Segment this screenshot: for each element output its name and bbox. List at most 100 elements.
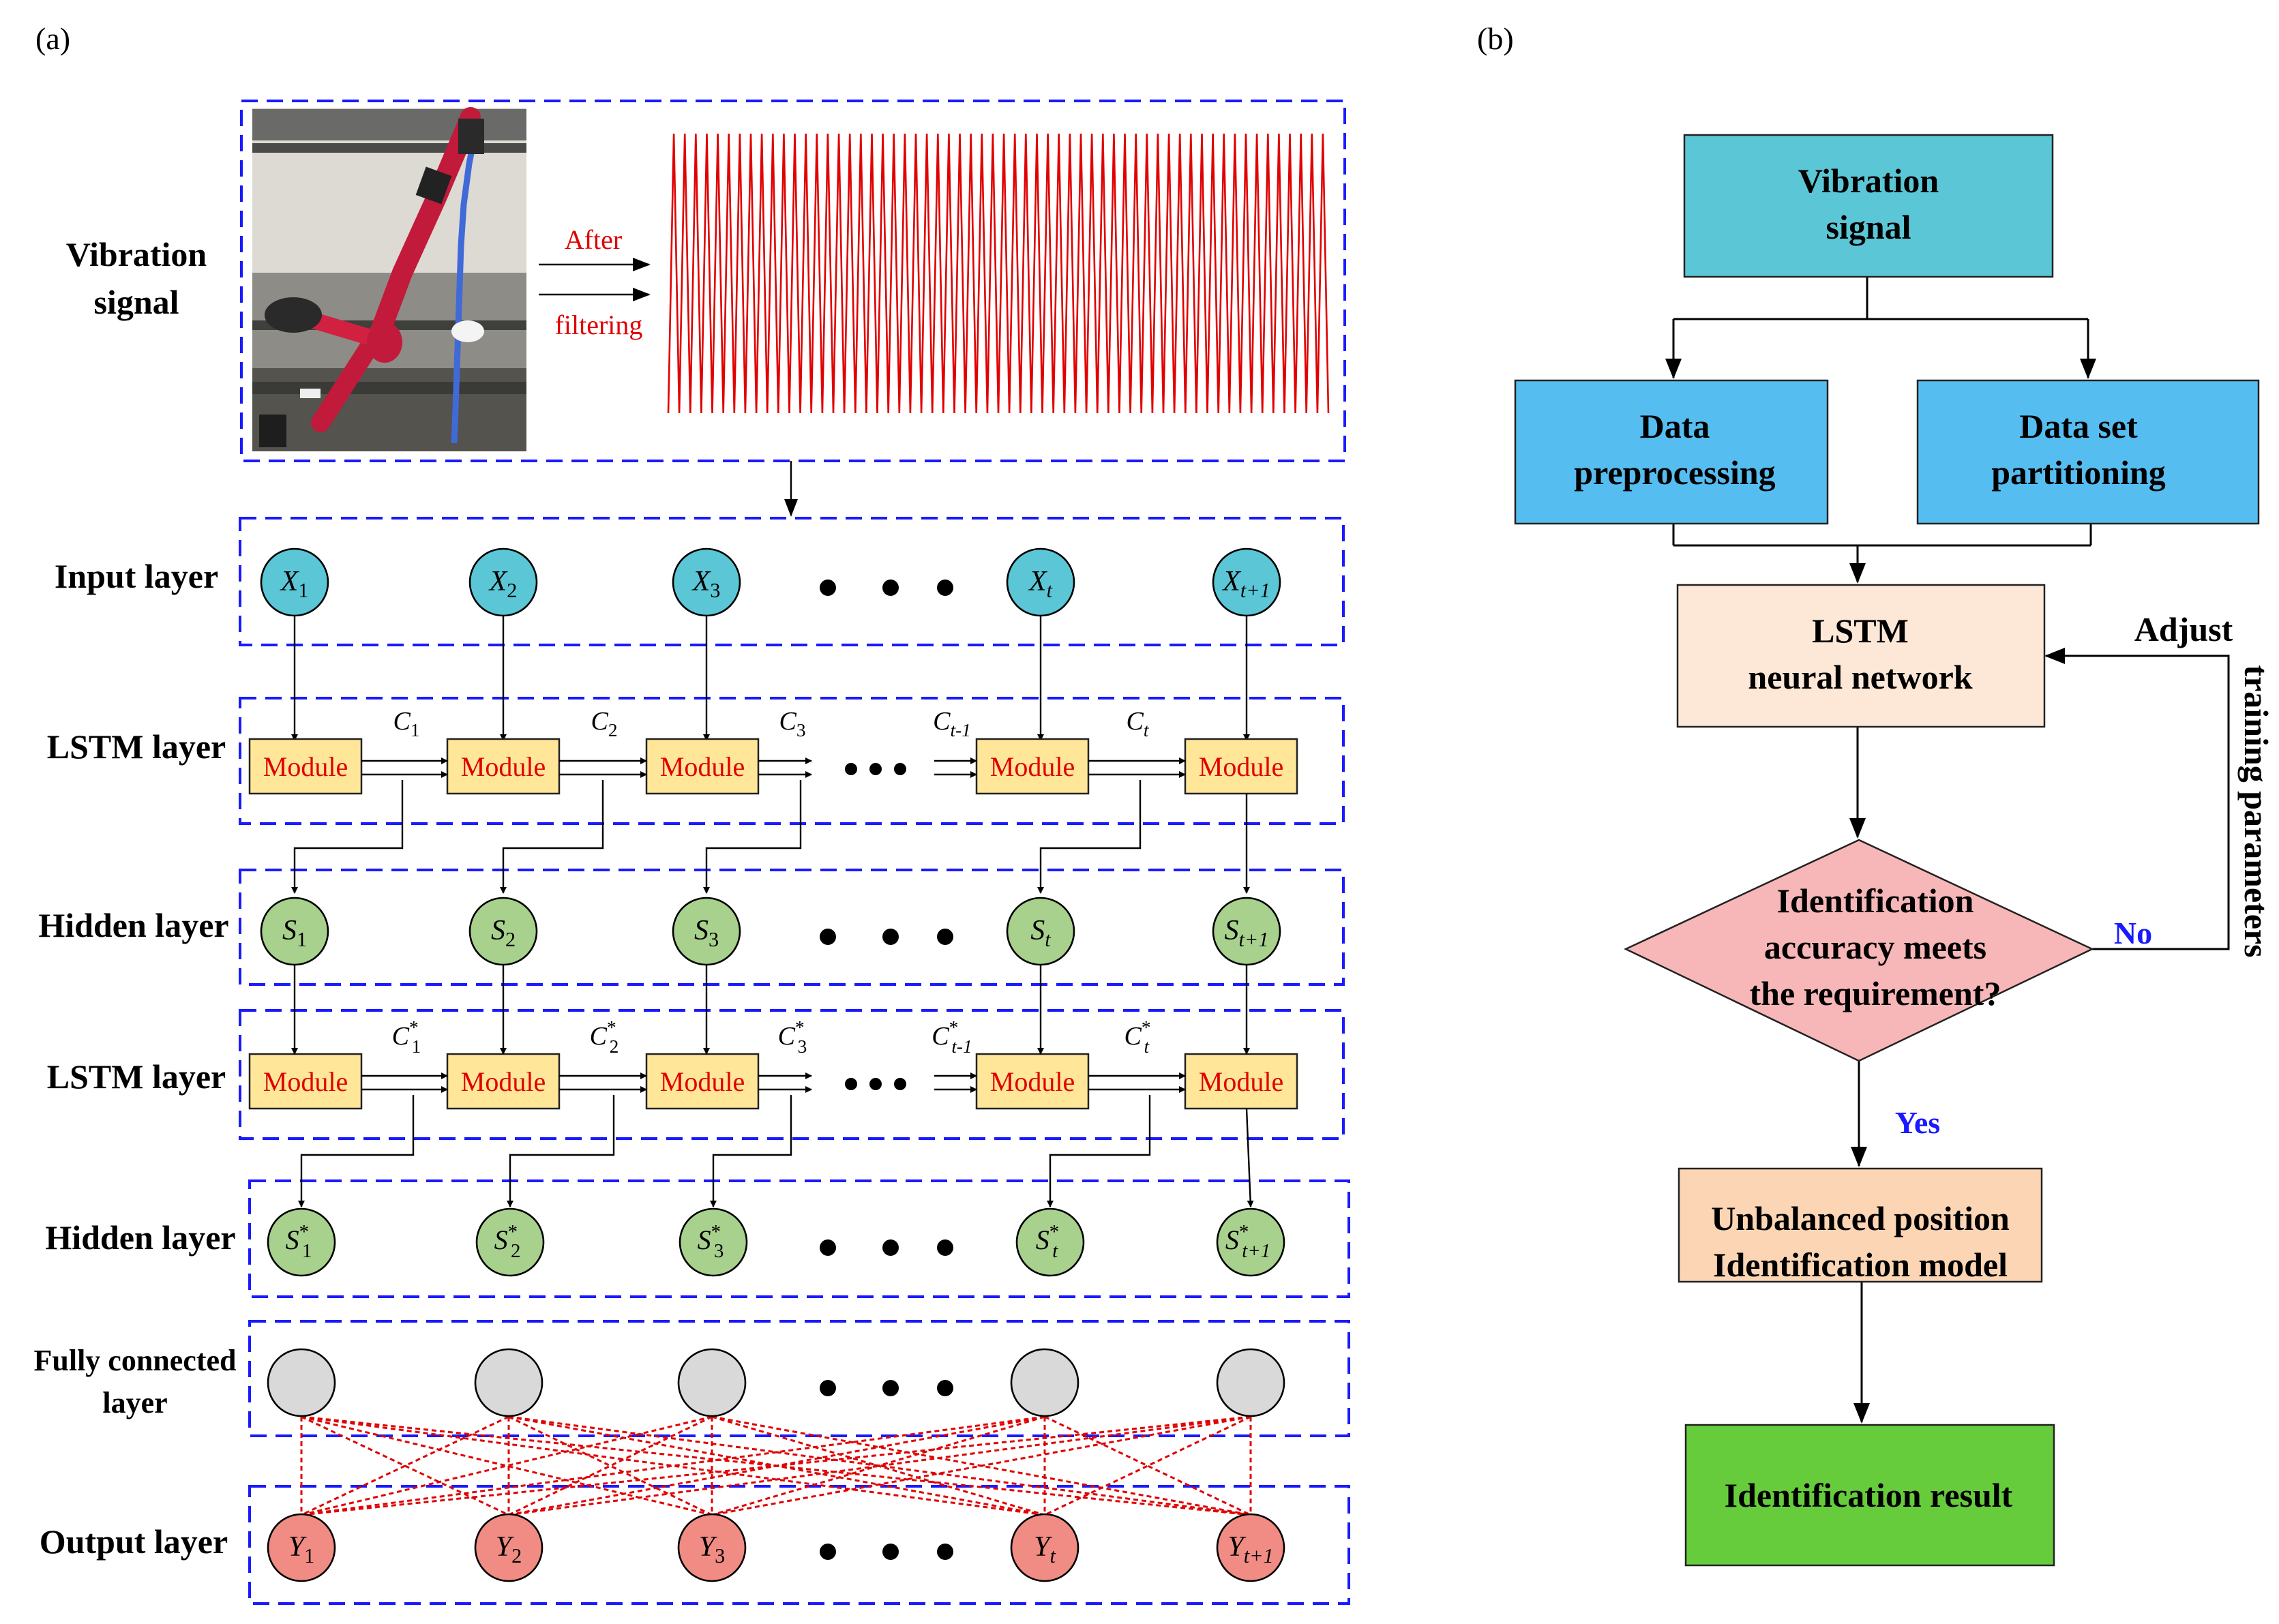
hidden2-node-circle [475, 1207, 545, 1277]
lstm1-to-hidden1-arrow [500, 780, 604, 894]
output-node-circle [677, 1513, 747, 1582]
fc-partitioning [1916, 379, 2260, 525]
lstm2-cell-label: C*t [1124, 1017, 1150, 1057]
hidden2-node-circle [267, 1207, 336, 1277]
ellipsis-dot [882, 929, 899, 945]
input-node-circle [1212, 547, 1281, 617]
hidden2-node: S*t+1 [1216, 1207, 1285, 1277]
hidden1-node: St+1 [1212, 897, 1281, 966]
fc-node [267, 1348, 336, 1417]
lstm1-module-box [446, 738, 561, 795]
input-node-circle [672, 547, 741, 617]
output-node-label: Yt [1034, 1531, 1056, 1567]
lstm1-module-text: Module [461, 751, 546, 782]
ellipsis-dot [882, 580, 899, 596]
lstm1-module: Module [1184, 738, 1298, 795]
lstm1-module-box [248, 738, 363, 795]
fc-ellipsis [820, 1380, 953, 1396]
input-node-label: X2 [488, 566, 518, 602]
fc-vibration [1683, 134, 2054, 278]
ellipsis-dot [882, 1380, 899, 1396]
lstm2-module-text: Module [1199, 1066, 1283, 1097]
lstm1-module-box [1184, 738, 1298, 795]
hidden2-node-label: S*t+1 [1225, 1221, 1270, 1262]
lstm1-to-hidden1-arrow [291, 780, 404, 894]
fc-connection [301, 1415, 713, 1516]
lstm2-module: Module [1184, 1053, 1298, 1110]
fc-yes-label: Yes [1895, 1105, 1940, 1140]
lstm2-module-text: Module [461, 1066, 546, 1097]
fc-training-label: training parameters [2237, 665, 2276, 957]
hidden2-node: S*t [1015, 1207, 1085, 1277]
hidden1-node-circle [468, 897, 538, 966]
ellipsis-dot [845, 1078, 857, 1090]
hidden2-ellipsis [820, 1239, 953, 1256]
ellipsis-dot [820, 929, 836, 945]
output-node-circle [1010, 1513, 1079, 1582]
ellipsis-dot [820, 1239, 836, 1256]
lstm2-module-text: Module [660, 1066, 745, 1097]
hidden1-node-label: S3 [694, 915, 719, 951]
lstm2-cell-label: C*1 [392, 1017, 421, 1057]
lstm2-module-box [645, 1053, 760, 1110]
input-node-label: Xt [1028, 566, 1053, 602]
row-label-hidden1: Hidden layer [38, 906, 228, 944]
ellipsis-dot [894, 763, 906, 775]
lstm1-cell-label: C2 [591, 707, 617, 740]
layer-frames [239, 100, 1350, 1605]
output-node-label: Y2 [496, 1531, 522, 1567]
fc-connection [301, 1415, 1251, 1516]
lstm2-to-hidden2-arrow [1245, 1108, 1254, 1207]
hidden2-node: S*1 [267, 1207, 336, 1277]
fc-node [1216, 1348, 1285, 1417]
fc-connection [508, 1415, 1251, 1516]
lstm1-module-text: Module [990, 751, 1075, 782]
lstm1-to-hidden1-arrow [703, 780, 802, 894]
hidden1-node-circle [1212, 897, 1281, 966]
hidden1-node: S1 [260, 897, 329, 966]
ellipsis-dot [937, 1380, 953, 1396]
output-node: Y3 [677, 1513, 747, 1582]
input-node: Xt+1 [1212, 547, 1281, 617]
hidden1-node: S2 [468, 897, 538, 966]
filter-arrows: After filtering [539, 224, 651, 340]
fc-connection [1044, 1415, 1251, 1516]
fc-node [1010, 1348, 1079, 1417]
lstm1-module-text: Module [660, 751, 745, 782]
row-label-output: Output layer [40, 1522, 228, 1561]
lstm2-module: Module [645, 1053, 760, 1110]
input-node-circle [468, 547, 538, 617]
hidden1-node-label: St [1030, 915, 1051, 951]
lstm2-module-box [1184, 1053, 1298, 1110]
ellipsis-dot [937, 580, 953, 596]
output-node: Y1 [267, 1513, 336, 1582]
hidden2-node: S*2 [475, 1207, 545, 1277]
panel-a-label: (a) [35, 21, 70, 56]
lstm2-cell-label: C*2 [590, 1017, 619, 1057]
input-node-label: X3 [691, 566, 721, 602]
lstm2-module-text: Module [990, 1066, 1075, 1097]
output-node-circle [267, 1513, 336, 1582]
fc-connection [301, 1415, 1045, 1516]
hidden1-node: S3 [672, 897, 741, 966]
ellipsis-dot [820, 580, 836, 596]
fc-lstm [1676, 584, 2046, 728]
hidden2-node-circle [1015, 1207, 1085, 1277]
lstm1-cell-label: C3 [779, 707, 805, 740]
output-node: Yt [1010, 1513, 1079, 1582]
panel-b-label: (b) [1477, 21, 1514, 56]
hidden1-node-circle [1006, 897, 1075, 966]
fc-connection [301, 1415, 713, 1516]
lstm2-to-hidden2-arrow [1047, 1095, 1151, 1207]
fc-no-label: No [2114, 916, 2152, 950]
input-ellipsis [820, 580, 953, 596]
hidden1-node-label: S1 [282, 915, 307, 951]
lstm1-module-text: Module [263, 751, 348, 782]
